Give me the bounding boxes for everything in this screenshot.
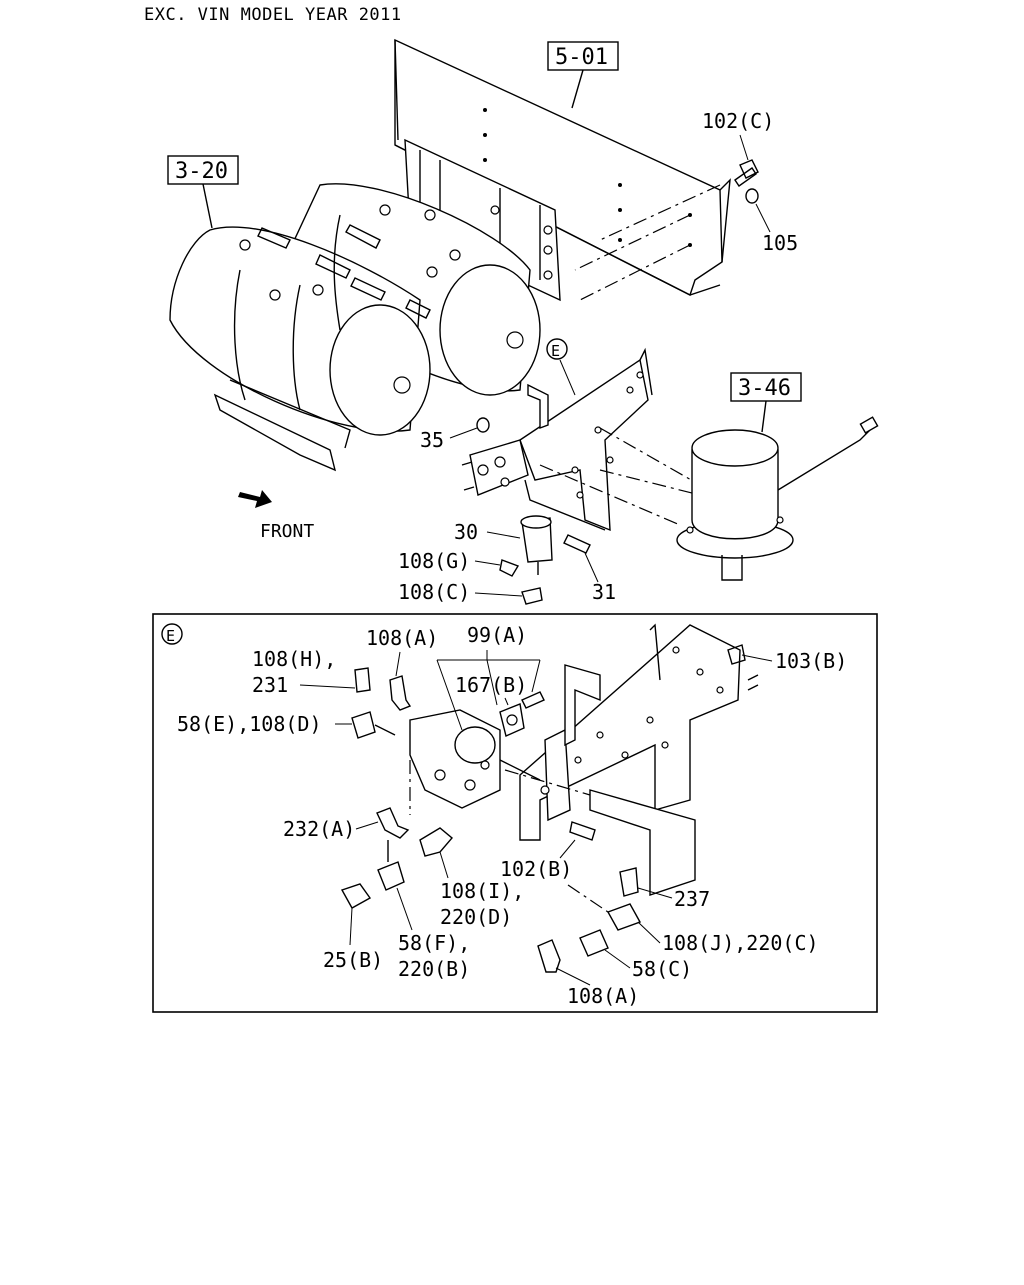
- label-58e: 58(E),108(D): [177, 712, 322, 736]
- detail-e-marker-label: E: [166, 627, 175, 645]
- bracket-103b: [519, 623, 759, 896]
- fitting-232a: [376, 807, 410, 839]
- label-108j: 108(J),220(C): [662, 931, 819, 955]
- label-30: 30: [454, 520, 478, 544]
- fitting-108c-upper: [521, 587, 543, 605]
- label-105: 105: [762, 231, 798, 255]
- front-direction-indicator: FRONT: [238, 490, 314, 542]
- detail-e-marker-upper[interactable]: E: [546, 338, 576, 396]
- label-220b: 220(B): [398, 957, 470, 981]
- governor-30: [520, 515, 553, 575]
- air-tank-assembly: [169, 138, 561, 472]
- detail-e-marker-upper-label: E: [551, 342, 560, 360]
- label-35: 35: [420, 428, 444, 452]
- fitting-108a-bottom: [537, 939, 561, 973]
- exhaust-port-167b: [499, 691, 545, 737]
- label-99a: 99(A): [467, 623, 527, 647]
- bolt-102c: [734, 159, 759, 187]
- label-231: 231: [252, 673, 288, 697]
- fitting-108h-231: [354, 667, 371, 693]
- label-167b: 167(B): [455, 673, 527, 697]
- label-58f: 58(F),: [398, 931, 470, 955]
- bolt-102b: [569, 821, 596, 841]
- dryer-reference-label: 3-46: [738, 376, 791, 401]
- label-102b: 102(B): [500, 857, 572, 881]
- dryer-reference-box[interactable]: 3-46: [730, 372, 802, 433]
- label-108g: 108(G): [398, 549, 470, 573]
- tanks-reference-box[interactable]: 3-20: [167, 155, 239, 229]
- label-232a: 232(A): [283, 817, 355, 841]
- sensor-237: [619, 867, 639, 897]
- fitting-108i-220d: [419, 827, 453, 857]
- valve-bracket-upper: [519, 347, 653, 532]
- bolt-31: [563, 534, 591, 554]
- label-31: 31: [592, 580, 616, 604]
- label-220d: 220(D): [440, 905, 512, 929]
- page-title: EXC. VIN MODEL YEAR 2011: [144, 5, 402, 25]
- label-108a-bottom: 108(A): [567, 984, 639, 1008]
- fitting-108a-top: [389, 675, 412, 711]
- fitting-58c: [579, 929, 609, 957]
- label-102c: 102(C): [702, 109, 774, 133]
- label-237: 237: [674, 887, 710, 911]
- tanks-reference-label: 3-20: [175, 159, 228, 184]
- front-label: FRONT: [260, 521, 314, 542]
- label-108a-top: 108(A): [366, 626, 438, 650]
- detail-e-frame: [152, 613, 878, 1013]
- valve-block-detail: [409, 709, 591, 815]
- nut-105: [745, 188, 759, 204]
- air-dryer: [676, 416, 879, 581]
- fitting-58e-108d: [351, 711, 396, 739]
- label-108h: 108(H),: [252, 647, 336, 671]
- switch-25b: [340, 883, 372, 909]
- valve-block-upper: [461, 417, 529, 496]
- label-25b: 25(B): [323, 948, 383, 972]
- detail-e-marker[interactable]: E: [161, 623, 183, 645]
- fitting-108j-220c: [567, 884, 642, 931]
- label-108c: 108(C): [398, 580, 470, 604]
- label-103b: 103(B): [775, 649, 847, 673]
- frame-reference-box[interactable]: 5-01: [547, 41, 619, 109]
- frame-reference-label: 5-01: [555, 45, 608, 70]
- label-58c: 58(C): [632, 957, 692, 981]
- fitting-108g: [499, 559, 520, 577]
- tee-58f-220b: [377, 840, 405, 891]
- label-108i: 108(I),: [440, 879, 524, 903]
